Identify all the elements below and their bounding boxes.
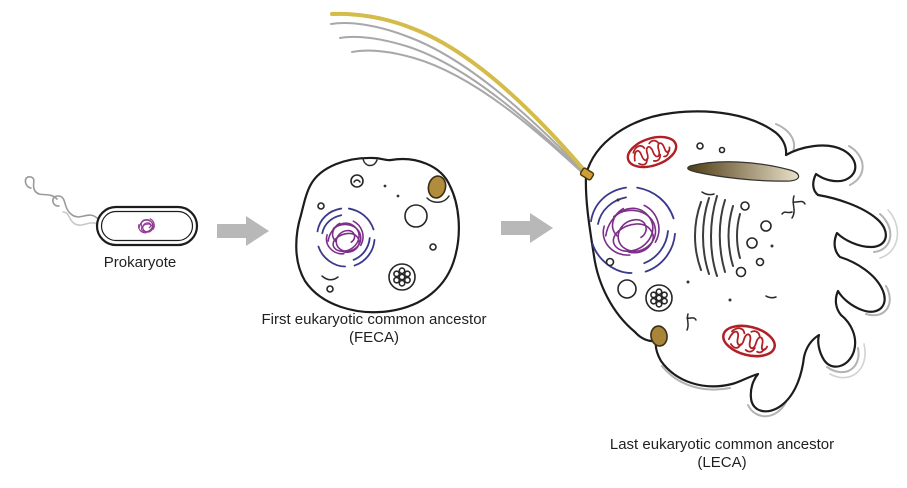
prokaryote-label-text: Prokaryote	[103, 254, 177, 271]
leca-vesicle-1	[740, 201, 750, 211]
leca-vesicle-5	[755, 257, 765, 267]
feca-granule-vesicle	[388, 263, 416, 291]
leca-flagellum-gray-3	[351, 49, 587, 177]
prokaryote-outer-membrane	[95, 205, 199, 247]
feca-dot-1	[383, 184, 387, 188]
leca-vesicle-3	[735, 266, 747, 278]
feca-membrane-fragment-1	[321, 275, 339, 281]
feca-vacuole	[404, 204, 428, 228]
arrow-feca-to-leca	[501, 213, 553, 243]
leca-label-abbrev: (LECA)	[697, 454, 747, 471]
leca-endosymbiont	[650, 325, 668, 347]
leca-echo-finger-5	[747, 401, 787, 418]
leca-golgi-apparatus	[694, 195, 741, 277]
prokaryote-flagellum	[52, 195, 98, 219]
feca-membrane-fragment-2	[426, 195, 450, 203]
feca-plasma-membrane	[295, 156, 460, 314]
leca-label-text: Last eukaryotic common ancestor	[609, 436, 835, 453]
leca-feeding-groove	[687, 161, 800, 182]
feca-vesicle-1	[317, 202, 325, 210]
feca-cell	[295, 156, 460, 314]
leca-echo-finger-4b	[829, 343, 866, 379]
feca-dot-2	[396, 194, 400, 198]
leca-flagellum-basal-body	[579, 167, 595, 181]
leca-vesicle-2	[746, 237, 758, 249]
leca-branch-2	[686, 313, 697, 331]
leca-granule-vesicle	[645, 284, 673, 312]
leca-dot-1	[686, 280, 690, 284]
leca-branch-1	[781, 195, 806, 219]
leca-echo-finger-4	[826, 347, 860, 374]
leca-dot-4	[616, 198, 620, 202]
leca-echo-finger-2b	[879, 209, 899, 259]
feca-label-text: First eukaryotic common ancestor	[261, 311, 487, 328]
leca-vesicle-7	[696, 142, 704, 150]
leca-cell	[330, 11, 899, 418]
leca-echo-top-lobe	[775, 123, 795, 153]
leca-dot-2	[728, 298, 732, 302]
leca-vesicle-8	[718, 146, 726, 154]
feca-vesicle-small	[350, 174, 364, 188]
leca-vesicle-4	[760, 220, 772, 232]
leca-flagellum-gray-2	[339, 35, 586, 175]
leca-echo-finger-1	[848, 145, 864, 186]
prokaryote-flagellum-echo	[62, 211, 98, 226]
feca-label: First eukaryotic common ancestor (FECA)	[261, 311, 486, 347]
feca-vesicle-2	[429, 243, 437, 251]
arrow-prokaryote-to-feca	[217, 216, 269, 246]
leca-vacuole	[617, 279, 637, 299]
leca-echo-bottom	[661, 365, 731, 391]
feca-label-abbrev: (FECA)	[348, 329, 399, 346]
leca-dot-3	[770, 244, 774, 248]
leca-fragment-1	[765, 295, 777, 299]
prokaryote-cell	[24, 176, 199, 247]
leca-flagellum-yellow	[330, 11, 586, 172]
prokaryote-flagellum-loop	[24, 176, 58, 200]
leca-echo-finger-3	[865, 285, 891, 317]
prokaryote-inner-membrane	[100, 210, 194, 242]
feca-vesicle-content	[353, 179, 361, 183]
leca-echo-finger-2	[873, 213, 892, 253]
feca-membrane-invagination	[362, 158, 378, 167]
leca-vesicle-6	[605, 257, 615, 267]
leca-label: Last eukaryotic common ancestor (LECA)	[610, 436, 834, 472]
prokaryote-label: Prokaryote	[104, 254, 177, 272]
leca-fragment-2	[701, 191, 715, 196]
leca-flagellum-gray-1	[330, 22, 585, 173]
leca-flagellum	[330, 11, 587, 177]
feca-vesicle-3	[326, 285, 334, 293]
feca-endosymbiont	[427, 175, 447, 199]
